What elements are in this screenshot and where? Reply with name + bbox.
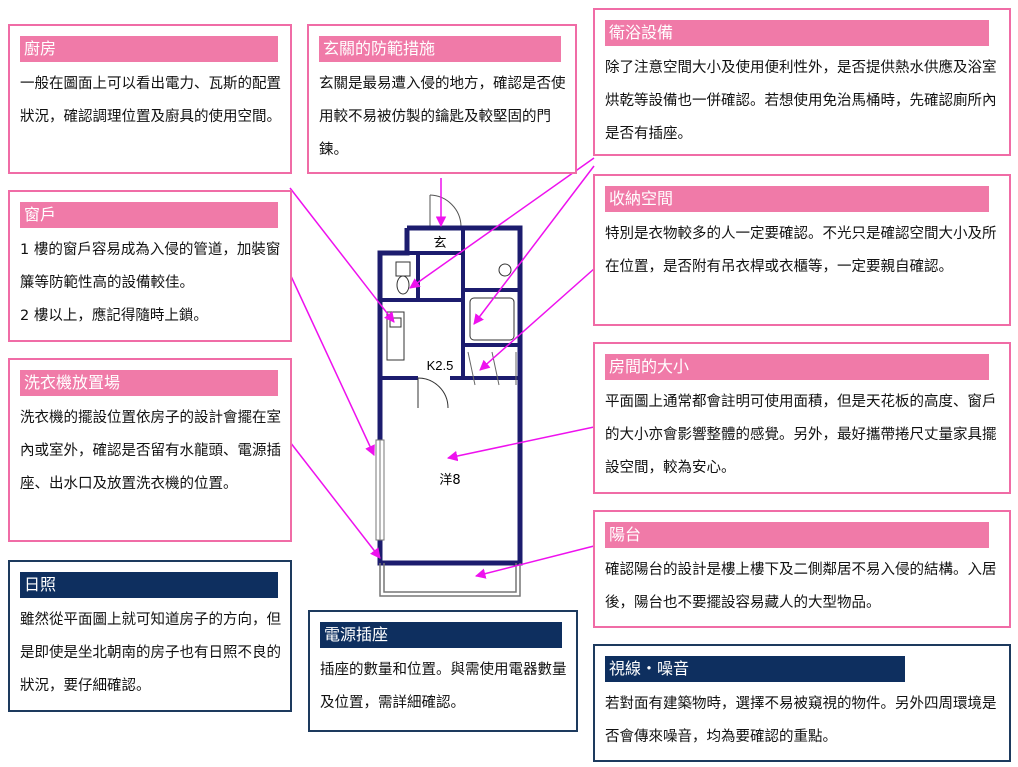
arrow-balcony	[474, 545, 595, 579]
room-door-swing	[417, 377, 449, 409]
interior-walls	[380, 228, 520, 380]
view-title: 視線・噪音	[605, 656, 905, 682]
windows	[375, 439, 385, 541]
arrow-storage	[479, 267, 596, 371]
outlet-text: 插座的數量和位置。與需使用電器數量及位置，需詳細確認。	[320, 662, 567, 711]
floor-plan: 玄 K2.5 洋8	[375, 194, 523, 597]
storage-box: 收納空間 特別是衣物較多的人一定要確認。不光只是確認空間大小及所在位置，是否附有…	[593, 174, 1011, 326]
view-box: 視線・噪音 若對面有建築物時，選擇不易被窺視的物件。另外四周環境是否會傳來噪音，…	[593, 644, 1011, 762]
storage-title: 收納空間	[605, 186, 989, 212]
fixtures	[386, 261, 517, 409]
arrow-bath	[473, 165, 595, 325]
room-label: 洋8	[439, 473, 460, 488]
bath-title: 衛浴設備	[605, 20, 989, 46]
window-text-line2: 2 樓以上，應記得隨時上鎖。	[20, 308, 208, 324]
outlet-title: 電源插座	[320, 622, 562, 648]
bath-box: 衛浴設備 除了注意空間大小及使用便利性外，是否提供熱水供應及浴室烘乾等設備也一併…	[593, 8, 1011, 156]
balcony-box: 陽台 確認陽台的設計是樓上樓下及二側鄰居不易入侵的結構。入居後，陽台也不要擺設容…	[593, 510, 1011, 628]
balcony-railing	[379, 563, 521, 597]
washbasin	[498, 263, 512, 277]
bathtub	[469, 297, 515, 341]
toilet-tank	[395, 261, 411, 277]
window-body: 1 樓的窗戶容易成為入侵的管道，加裝窗簾等防範性高的設備較佳。 2 樓以上，應記…	[20, 234, 282, 333]
entrance-label: 玄	[433, 236, 446, 251]
entrance-label-bg	[430, 233, 450, 249]
balcony-title: 陽台	[605, 522, 989, 548]
storage-text: 特別是衣物較多的人一定要確認。不光只是確認空間大小及所在位置，是否附有吊衣桿或衣…	[605, 226, 997, 275]
arrow-kitchen	[289, 187, 395, 323]
bath-text: 除了注意空間大小及使用便利性外，是否提供熱水供應及浴室烘乾等設備也一併確認。若想…	[605, 60, 997, 142]
sunlight-text: 雖然從平面圖上就可知道房子的方向，但是即使是坐北朝南的房子也有日照不良的狀況，要…	[20, 612, 281, 694]
washer-box: 洗衣機放置場 洗衣機的擺設位置依房子的設計會擺在室內或室外，確認是否留有水龍頭、…	[8, 358, 292, 542]
roomsize-title: 房間的大小	[605, 354, 989, 380]
washer-title: 洗衣機放置場	[20, 370, 278, 396]
washer-text: 洗衣機的擺設位置依房子的設計會擺在室內或室外，確認是否留有水龍頭、電源插座、出水…	[20, 410, 281, 492]
kitchen-counter	[386, 311, 405, 361]
entrance-title: 玄關的防範措施	[319, 36, 561, 62]
window-title: 窗戶	[20, 202, 278, 228]
outlet-box: 電源插座 插座的數量和位置。與需使用電器數量及位置，需詳細確認。	[308, 610, 578, 732]
balcony-text: 確認陽台的設計是樓上樓下及二側鄰居不易入侵的結構。入居後，陽台也不要擺設容易藏人…	[605, 562, 997, 611]
pointer-arrows	[289, 157, 596, 579]
arrow-toilet	[409, 157, 595, 289]
entrance-box: 玄關的防範措施 玄關是最易遭入侵的地方，確認是否使用較不易被仿製的鑰匙及較堅固的…	[307, 24, 577, 174]
kitchen-title: 廚房	[20, 36, 278, 62]
entrance-door	[429, 194, 462, 228]
kitchen-text: 一般在圖面上可以看出電力、瓦斯的配置狀況，確認調理位置及廚具的使用空間。	[20, 76, 281, 125]
view-text: 若對面有建築物時，選擇不易被窺視的物件。另外四周環境是否會傳來噪音，均為要確認的…	[605, 696, 997, 745]
kitchen-label: K2.5	[427, 358, 454, 373]
sunlight-box: 日照 雖然從平面圖上就可知道房子的方向，但是即使是坐北朝南的房子也有日照不良的狀…	[8, 560, 292, 712]
kitchen-box: 廚房 一般在圖面上可以看出電力、瓦斯的配置狀況，確認調理位置及廚具的使用空間。	[8, 24, 292, 174]
roomsize-box: 房間的大小 平面圖上通常都會註明可使用面積，但是天花板的高度、窗戶的大小亦會影響…	[593, 342, 1011, 494]
roomsize-text: 平面圖上通常都會註明可使用面積，但是天花板的高度、窗戶的大小亦會影響整體的感覺。…	[605, 394, 997, 476]
outer-walls	[377, 225, 523, 566]
window-text-line1: 1 樓的窗戶容易成為入侵的管道，加裝窗簾等防範性高的設備較佳。	[20, 242, 281, 291]
arrow-window	[289, 273, 375, 456]
arrow-washer	[289, 441, 381, 559]
entrance-text: 玄關是最易遭入侵的地方，確認是否使用較不易被仿製的鑰匙及較堅固的門鍊。	[319, 76, 566, 158]
toilet-bowl	[396, 275, 410, 295]
arrow-roomsize	[446, 426, 595, 462]
window-box: 窗戶 1 樓的窗戶容易成為入侵的管道，加裝窗簾等防範性高的設備較佳。 2 樓以上…	[8, 190, 292, 342]
sunlight-title: 日照	[20, 572, 278, 598]
